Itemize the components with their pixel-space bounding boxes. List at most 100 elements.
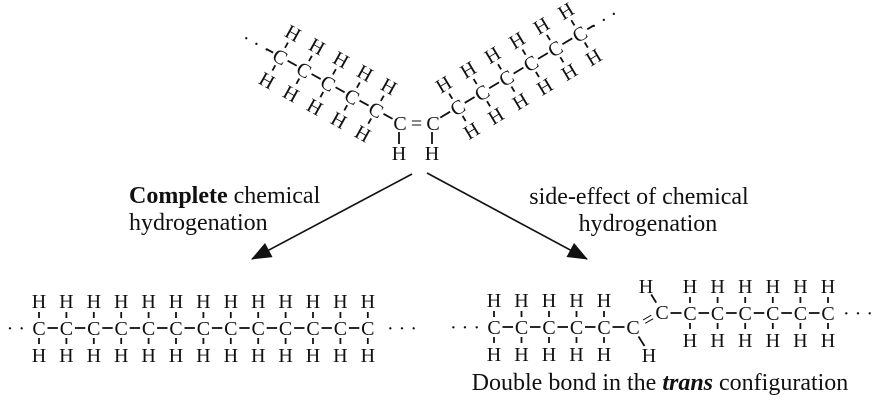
hydrogen-atom: H [432, 72, 456, 98]
bond [488, 81, 500, 90]
caption-text: configuration [713, 370, 849, 396]
hydrogen-atom: H [251, 291, 265, 313]
carbon-atom: C [316, 71, 338, 97]
carbon-atom: C [597, 317, 610, 339]
carbon-atom: C [626, 317, 639, 339]
hydrogen-atom: H [281, 21, 304, 47]
bond [266, 48, 274, 54]
carbon-atom: C [471, 81, 494, 107]
hydrogen-atom: H [569, 290, 583, 312]
hydrogen-atom: H [484, 103, 508, 129]
bond [510, 86, 516, 93]
hydrogen-atom: H [377, 74, 400, 100]
hydrogen-atom: H [278, 291, 292, 313]
hydrogen-atom: H [169, 345, 183, 367]
bond [295, 78, 301, 85]
bond [448, 93, 454, 100]
hydrogen-atom: H [457, 57, 481, 83]
bond [546, 34, 551, 41]
label-text: chemical [227, 183, 321, 209]
hydrogen-atom: H [353, 61, 376, 87]
bond [537, 52, 549, 60]
carbon-atom: C [32, 318, 45, 340]
hydrogen-atom: H [558, 59, 582, 85]
hydrogen-atom: H [333, 291, 347, 313]
hydrogen-atom: H [683, 276, 697, 298]
chain-continuation: · · · [586, 3, 623, 37]
bond [570, 19, 576, 26]
bond [343, 104, 349, 111]
carbon-atom: C [570, 317, 583, 339]
hydrogen-atom: H [793, 330, 807, 352]
carbon-atom: C [60, 318, 73, 340]
hydrogen-atom: H [793, 276, 807, 298]
hydrogen-atom: H [87, 291, 101, 313]
hydrogen-atom: H [224, 345, 238, 367]
hydrogen-atom: H [597, 290, 611, 312]
hydrogen-atom: H [114, 291, 128, 313]
bond [287, 59, 298, 67]
left-arrow [251, 173, 413, 260]
chain-continuation: · · · [843, 303, 873, 325]
hydrogen-atom: H [514, 290, 528, 312]
carbon-atom: C [197, 318, 210, 340]
carbon-atom: C [142, 318, 155, 340]
label-line: Complete chemical [129, 183, 320, 210]
hydrogen-atom: H [509, 89, 533, 115]
bond [311, 73, 322, 80]
bond [271, 64, 277, 72]
bond [383, 113, 394, 120]
carbon-atom: C [766, 303, 779, 325]
bond [486, 100, 491, 107]
hydrogen-atom: H [738, 276, 752, 298]
bond [464, 96, 476, 104]
hydrogen-atom: H [821, 276, 835, 298]
hydrogen-atom: H [306, 345, 320, 367]
hydrogen-atom: H [481, 43, 505, 69]
carbon-atom: C [334, 318, 347, 340]
label-line: side-effect of chemical [529, 184, 749, 210]
hydrogen-atom: H [766, 330, 780, 352]
carbon-atom: C [739, 303, 752, 325]
carbon-atom: C [252, 318, 265, 340]
hydrogen-atom: H [738, 330, 752, 352]
hydrogen-atom: H [505, 28, 529, 54]
carbon-atom: C [821, 303, 834, 325]
hydrogen-atom: H [255, 68, 278, 94]
hydrogen-atom: H [278, 345, 292, 367]
bond [380, 95, 385, 102]
hydrogen-atom: H [514, 344, 528, 366]
carbon-atom: C [495, 66, 518, 92]
hydrogen-atom: H [279, 81, 302, 107]
carbon-atom: C [487, 317, 500, 339]
right-arrow [426, 172, 588, 260]
hydrogen-atom: H [196, 345, 210, 367]
hydrogen-atom: H [333, 345, 347, 367]
carbon-atom: C [569, 22, 592, 48]
chain-continuation: · · · [238, 27, 275, 61]
saturated-molecule: CHHCHHCHHCHHCHHCHHCHHCHHCHHCHHCHHCHHCHH·… [0, 291, 417, 367]
carbon-atom: C [224, 318, 237, 340]
label-bold-word: Complete [129, 183, 228, 209]
bond [497, 63, 502, 70]
side-effect-hydrogenation-label: side-effect of chemical hydrogenation [516, 184, 762, 238]
carbon-atom: C [520, 51, 543, 77]
bond [356, 82, 361, 89]
bond [521, 49, 527, 56]
carbon-atom: C [115, 318, 128, 340]
carbon-atom: C [361, 318, 374, 340]
carbon-atom: C [279, 318, 292, 340]
hydrogen-atom: H [351, 121, 374, 147]
bond [332, 68, 337, 75]
bond [472, 78, 478, 85]
hydrogen-atom: H [582, 45, 606, 71]
label-line: hydrogenation [129, 210, 268, 236]
hydrogen-atom: H [114, 345, 128, 367]
carbon-atom: C [544, 37, 567, 63]
bond [461, 115, 467, 122]
